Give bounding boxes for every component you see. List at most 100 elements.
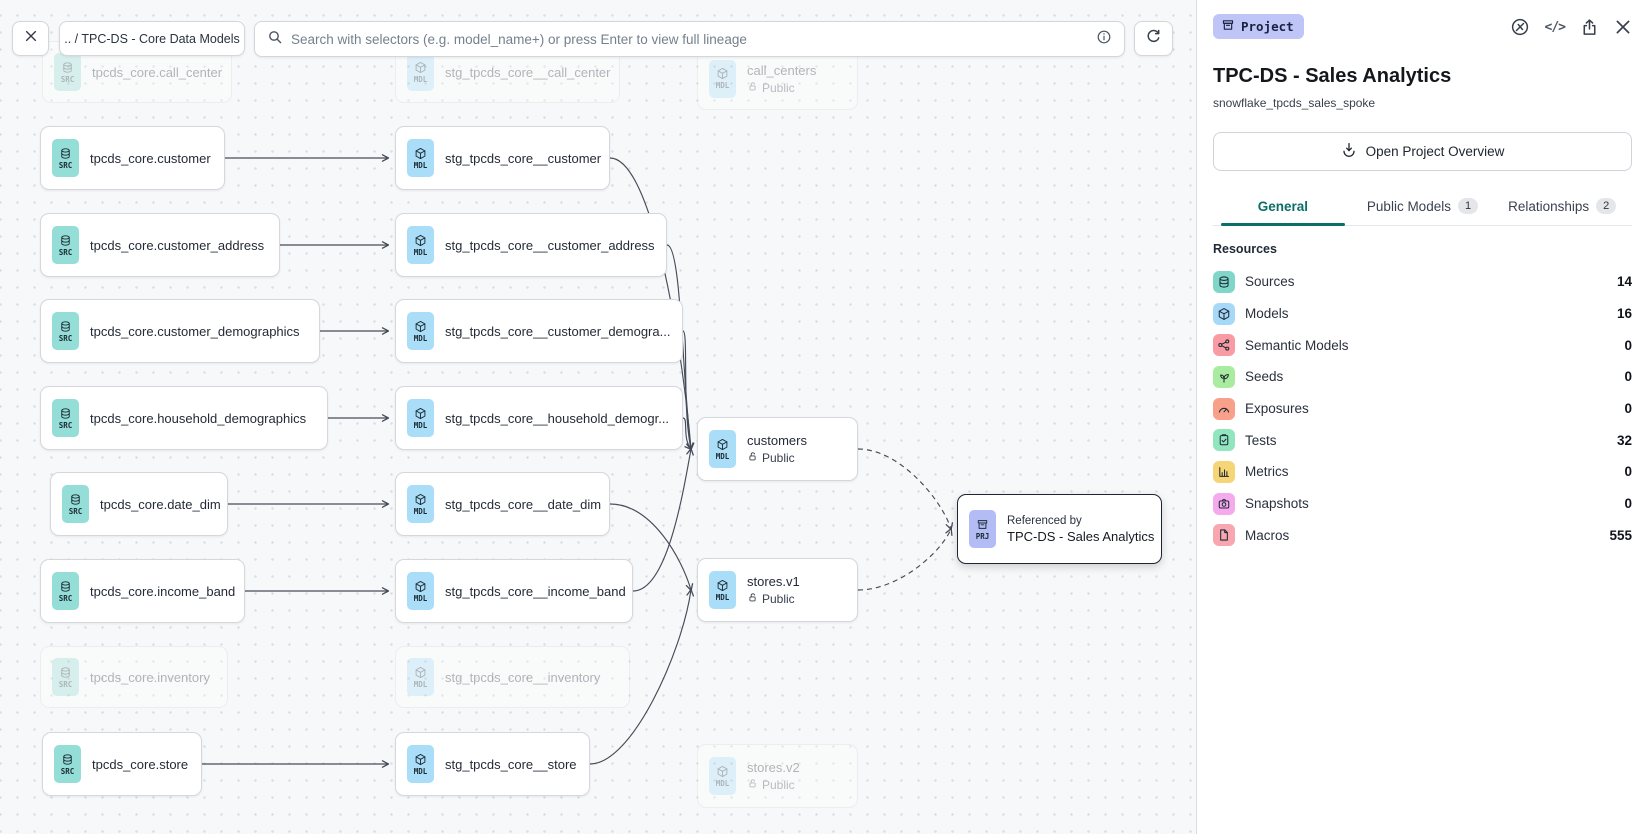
database-icon — [1213, 270, 1235, 293]
resource-label: Exposures — [1245, 401, 1309, 417]
node-access-label: Public — [747, 592, 800, 606]
resource-row-sources[interactable]: Sources 14 — [1213, 266, 1632, 298]
tab-relationships[interactable]: Relationships 2 — [1492, 191, 1632, 225]
resource-label: Metrics — [1245, 464, 1289, 480]
overview-icon — [1341, 142, 1357, 161]
node-label: stg_tpcds_core__customer — [445, 150, 602, 166]
tab-label: Public Models — [1366, 198, 1451, 214]
node-label: tpcds_core.customer_address — [90, 237, 265, 253]
project-box-icon: PRJ — [969, 510, 996, 548]
close-icon — [24, 29, 38, 48]
node-label: tpcds_core.date_dim — [100, 496, 221, 512]
search-icon — [267, 29, 283, 50]
resource-label: Semantic Models — [1245, 337, 1349, 353]
cube-icon — [1213, 302, 1235, 325]
lineage-node-src_date_dim[interactable]: SRC tpcds_core.date_dim — [50, 472, 228, 536]
test-icon — [1213, 429, 1235, 452]
refresh-lineage-button[interactable] — [1134, 21, 1173, 56]
breadcrumb-label: .. / TPC-DS - Core Data Models — [64, 31, 240, 46]
close-lineage-button[interactable] — [12, 21, 49, 56]
node-label: tpcds_core.customer_demographics — [90, 323, 300, 339]
resource-label: Snapshots — [1245, 496, 1309, 512]
cube-icon: MDL — [709, 757, 736, 795]
refresh-icon — [1145, 28, 1162, 50]
node-label: stg_tpcds_core__income_band — [445, 583, 626, 599]
resource-label: Models — [1245, 306, 1289, 322]
cube-icon: MDL — [407, 658, 434, 696]
node-label: stg_tpcds_core__customer_address — [445, 237, 655, 253]
node-label: stg_tpcds_core__customer_demogra... — [445, 323, 671, 339]
database-icon: SRC — [54, 745, 81, 783]
node-label: TPC-DS - Sales Analytics — [1007, 528, 1155, 544]
resource-count: 32 — [1616, 432, 1632, 448]
lineage-node-src_household_demographics[interactable]: SRC tpcds_core.household_demographics — [40, 386, 328, 450]
database-icon: SRC — [54, 53, 81, 91]
semantic-icon — [1213, 334, 1235, 357]
resource-row-macros[interactable]: Macros 555 — [1213, 520, 1632, 552]
node-access-label: Public — [747, 451, 807, 465]
tab-count-badge: 2 — [1596, 198, 1617, 214]
cube-icon: MDL — [407, 53, 434, 91]
project-slug: snowflake_tpcds_sales_spoke — [1213, 96, 1376, 110]
node-label: tpcds_core.household_demographics — [90, 410, 307, 426]
lineage-search — [254, 21, 1125, 57]
resource-label: Sources — [1245, 274, 1295, 290]
resource-label: Macros — [1245, 527, 1290, 543]
resource-count: 0 — [1624, 496, 1632, 512]
lock-open-icon — [747, 81, 758, 95]
breadcrumb[interactable]: .. / TPC-DS - Core Data Models — [59, 21, 245, 56]
database-icon: SRC — [62, 485, 89, 523]
resource-count: 0 — [1624, 464, 1632, 480]
tab-count-badge: 1 — [1457, 198, 1479, 214]
resource-count: 14 — [1616, 274, 1632, 290]
node-label: stg_tpcds_core__inventory — [445, 669, 601, 685]
node-label: stg_tpcds_core__date_dim — [445, 496, 602, 512]
database-icon: SRC — [52, 399, 79, 437]
lock-open-icon — [747, 592, 758, 606]
lineage-node-mdl_inventory[interactable]: MDL stg_tpcds_core__inventory — [395, 646, 630, 708]
tab-general[interactable]: General — [1213, 191, 1353, 226]
node-label: call_centers — [747, 62, 817, 78]
snapshot-icon — [1213, 492, 1235, 515]
resource-row-snapshots[interactable]: Snapshots 0 — [1213, 488, 1632, 520]
share-icon[interactable] — [1580, 18, 1599, 37]
node-label: tpcds_core.income_band — [90, 583, 236, 599]
page-title: TPC-DS - Sales Analytics — [1213, 65, 1452, 87]
search-input[interactable] — [291, 31, 1088, 47]
resource-count: 555 — [1609, 527, 1632, 543]
explore-lineage-icon[interactable] — [1510, 17, 1530, 37]
close-panel-icon[interactable] — [1614, 18, 1632, 36]
lock-open-icon — [747, 451, 758, 465]
tab-public-models[interactable]: Public Models 1 — [1353, 191, 1493, 225]
resource-row-metrics[interactable]: Metrics 0 — [1213, 456, 1632, 488]
tab-label: Relationships — [1508, 198, 1590, 214]
open-project-overview-button[interactable]: Open Project Overview — [1213, 132, 1632, 171]
info-icon[interactable] — [1096, 29, 1112, 50]
database-icon: SRC — [52, 139, 79, 177]
code-view-icon[interactable]: </> — [1544, 19, 1567, 35]
